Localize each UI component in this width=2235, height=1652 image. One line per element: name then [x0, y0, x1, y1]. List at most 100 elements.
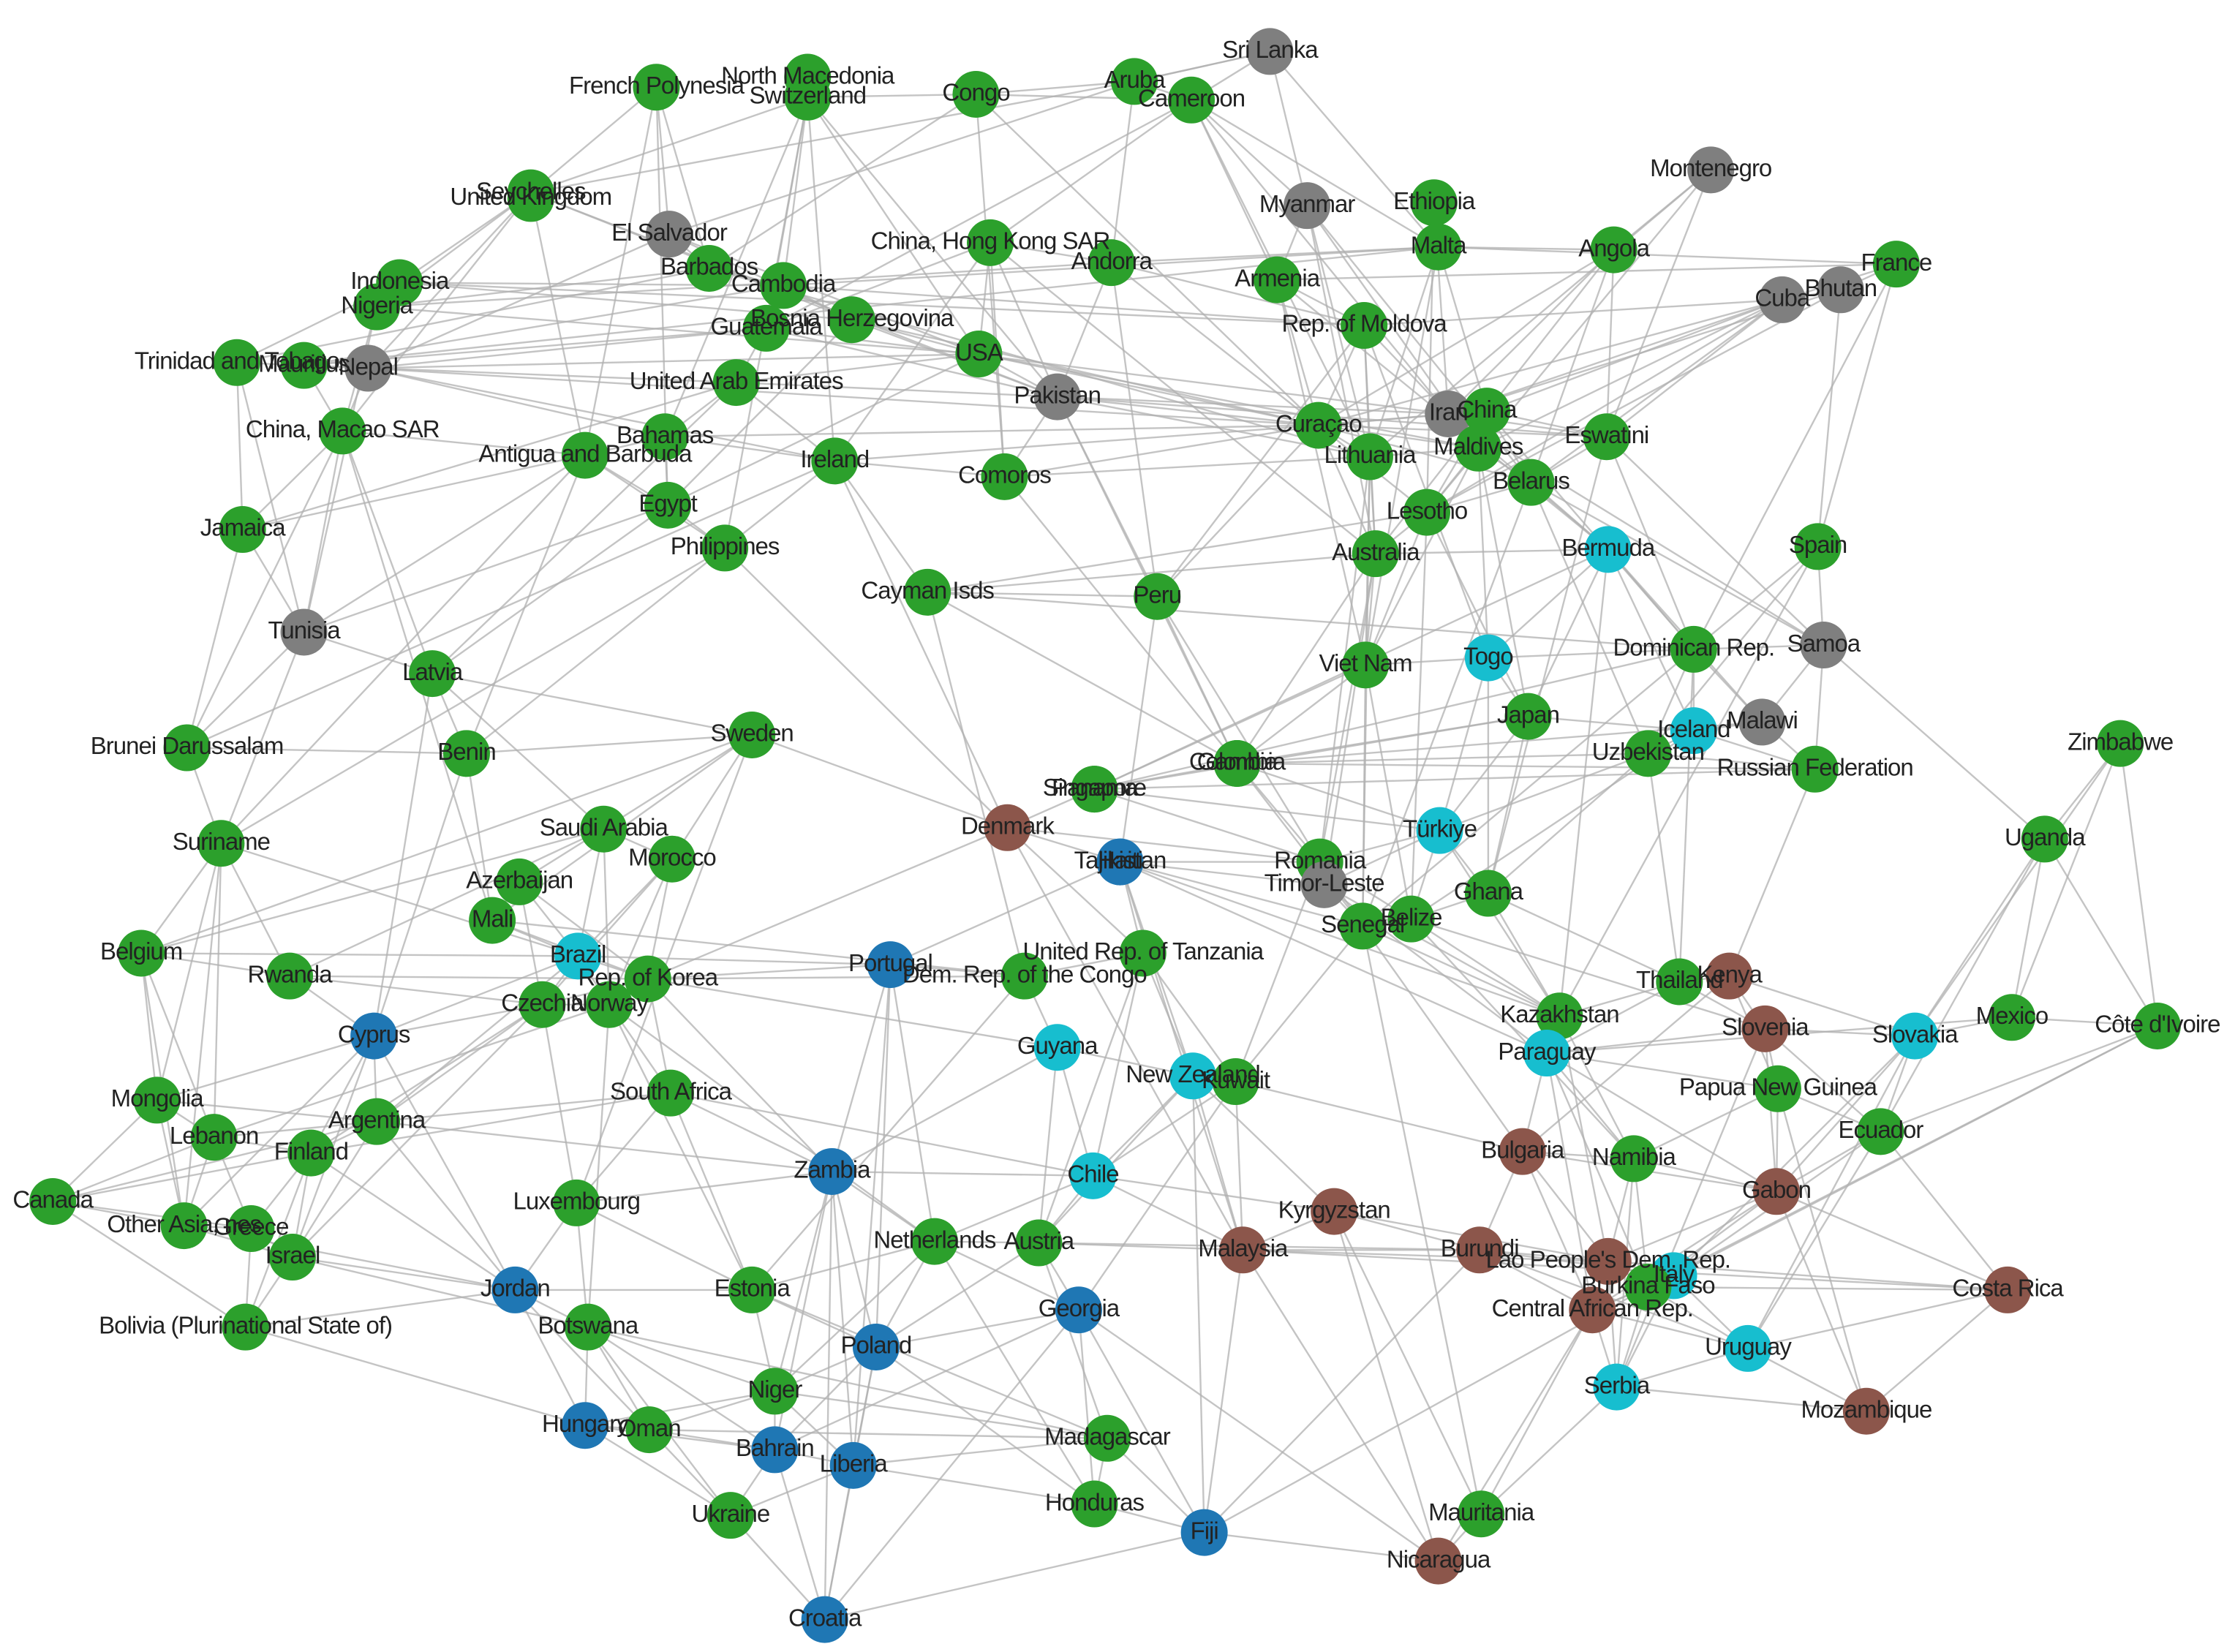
edge-cuba--belarus	[1530, 298, 1783, 483]
node-congo	[952, 70, 1000, 118]
node-czechia	[519, 981, 566, 1028]
edge-liberia--croatia	[823, 1465, 854, 1620]
edge-new-zealand--chile	[1092, 1075, 1194, 1177]
edge-lesotho--cayman-isds	[927, 511, 1428, 594]
edge-peru--romania	[1156, 596, 1321, 863]
node-label-russian-federation: Russian Federation	[1717, 754, 1913, 781]
edge-usa--cura-ao	[979, 352, 1319, 426]
edge-cayman-isds--dem-rep-of-the-congo	[926, 592, 1025, 976]
node-slovakia	[1891, 1012, 1939, 1060]
node-label-mauritius: Mauritius	[258, 350, 350, 377]
node-label-spain: Spain	[1789, 531, 1847, 558]
edge-oman--madagascar	[649, 1428, 1107, 1440]
node-label-guatemala: Guatemala	[710, 313, 823, 340]
edge-united-rep-of-tanzania--kuwait	[1142, 952, 1237, 1082]
node-label-united-rep-of-tanzania: United Rep. of Tanzania	[1022, 938, 1264, 965]
edge-montenegro--eswatini	[1605, 169, 1712, 437]
node-united-kingdom	[507, 175, 554, 222]
edge-guatemala--nepal	[368, 327, 766, 369]
edge-kenya--bulgaria	[1521, 975, 1730, 1153]
node-label-bermuda: Bermuda	[1561, 534, 1656, 561]
edge-finland--jordan	[310, 1152, 516, 1291]
node-label-france: France	[1861, 249, 1932, 276]
edge-denmark--romania	[1007, 826, 1320, 863]
edge-niger--hungary	[584, 1390, 775, 1427]
node-label-netherlands: Netherlands	[873, 1226, 995, 1253]
node-china	[1463, 388, 1510, 435]
node-sri-lanka	[1246, 28, 1294, 75]
edge-madagascar--liberia	[853, 1437, 1108, 1467]
node-label-tajikistan: Tajikistan	[1074, 846, 1167, 873]
edge-bermuda--togo	[1488, 548, 1609, 659]
node-oman	[625, 1406, 673, 1454]
node-label-montenegro: Montenegro	[1650, 154, 1771, 181]
edge-burkina-faso--costa-rica	[1648, 1286, 2008, 1291]
node-maldives	[1455, 424, 1502, 472]
node-label-angola: Angola	[1578, 234, 1650, 261]
edge-cyprus--jordan	[373, 1036, 516, 1291]
node-label-nicaragua: Nicaragua	[1387, 1545, 1491, 1572]
edge-tajikistan--kazakhstan	[1120, 861, 1560, 1017]
edge-estonia--madagascar	[751, 1289, 1108, 1439]
node-label-myanmar: Myanmar	[1259, 190, 1356, 217]
edge-french-polynesia--el-salvador	[655, 87, 671, 235]
node-peru	[1134, 573, 1181, 620]
edge-sri-lanka--myanmar	[1269, 51, 1308, 206]
edge-barbados--nigeria	[376, 267, 709, 308]
edge-peru--colombia	[1156, 596, 1238, 764]
edge-hungary--ukraine	[584, 1425, 731, 1517]
edge-argentina--jordan	[376, 1120, 516, 1291]
edge-brazil--cyprus	[373, 955, 578, 1037]
edge-rep-of-moldova--peru	[1156, 325, 1365, 597]
edge-ecuador--uruguay	[1746, 1131, 1882, 1349]
edge-andorra--cura-ao	[1111, 262, 1319, 426]
node-label-liberia: Liberia	[820, 1450, 889, 1477]
node-label-trinidad-and-tobago: Trinidad and Tobago	[135, 347, 339, 374]
node-label-georgia: Georgia	[1039, 1294, 1120, 1321]
edge-senegal--mauritania	[1362, 926, 1482, 1515]
edge-china-macao-sar--antigua-and-barbuda	[342, 430, 586, 456]
node-label-uruguay: Uruguay	[1705, 1333, 1792, 1360]
node-finland	[287, 1129, 335, 1177]
node-iran	[1425, 390, 1472, 437]
node-el-salvador	[646, 211, 693, 258]
edge-luxembourg--estonia	[576, 1202, 753, 1291]
edge-sweden--saudi-arabia	[603, 733, 753, 830]
edge-bhutan--lesotho	[1426, 289, 1842, 513]
node-russian-federation	[1791, 745, 1839, 793]
edge-comoros--cura-ao	[1004, 424, 1319, 478]
edge-papua-new-guinea--mozambique	[1776, 1088, 1868, 1412]
node-label-saudi-arabia: Saudi Arabia	[540, 813, 669, 840]
node-label-ecuador: Ecuador	[1838, 1116, 1923, 1143]
node-label-samoa: Samoa	[1787, 630, 1861, 657]
edge-netherlands--georgia	[934, 1240, 1079, 1311]
edge-suriname--brazil	[221, 842, 578, 957]
edge-seychelles--nepal	[367, 192, 532, 369]
edge-botswana--bahrain	[587, 1326, 776, 1451]
edge-slovakia--uruguay	[1746, 1036, 1916, 1349]
edge-israel--jordan	[292, 1256, 516, 1291]
edge-malaysia--fiji	[1203, 1250, 1244, 1533]
node-label-kuwait: Kuwait	[1202, 1066, 1270, 1093]
edge-united-rep-of-tanzania--austria	[1038, 953, 1144, 1243]
edge-ireland--denmark	[834, 460, 1009, 829]
edge-south-africa--zambia	[670, 1092, 832, 1173]
node-israel	[268, 1234, 316, 1281]
edge-france--spain	[1817, 263, 1898, 547]
node-label-belgium: Belgium	[100, 938, 182, 965]
node-canada	[29, 1177, 77, 1225]
node-label-slovenia: Slovenia	[1722, 1014, 1809, 1041]
node-label-cuba: Cuba	[1755, 284, 1811, 312]
node-label-iceland: Iceland	[1657, 715, 1730, 742]
node-mauritius	[280, 342, 328, 389]
edge-spain--dominican-rep	[1693, 546, 1819, 650]
edge-russian-federation--singapore	[1094, 768, 1815, 791]
edge-paraguay--papua-new-guinea	[1546, 1052, 1779, 1090]
node-philippines	[701, 524, 749, 572]
node-label-ghana: Ghana	[1454, 878, 1524, 905]
edge-belize--kazakhstan	[1410, 918, 1561, 1017]
edge-brunei-darussalam--benin	[186, 747, 467, 755]
edge-singapore--t-rkiye	[1094, 788, 1440, 831]
edge-canada--greece	[53, 1200, 252, 1230]
node-egypt	[644, 481, 692, 529]
